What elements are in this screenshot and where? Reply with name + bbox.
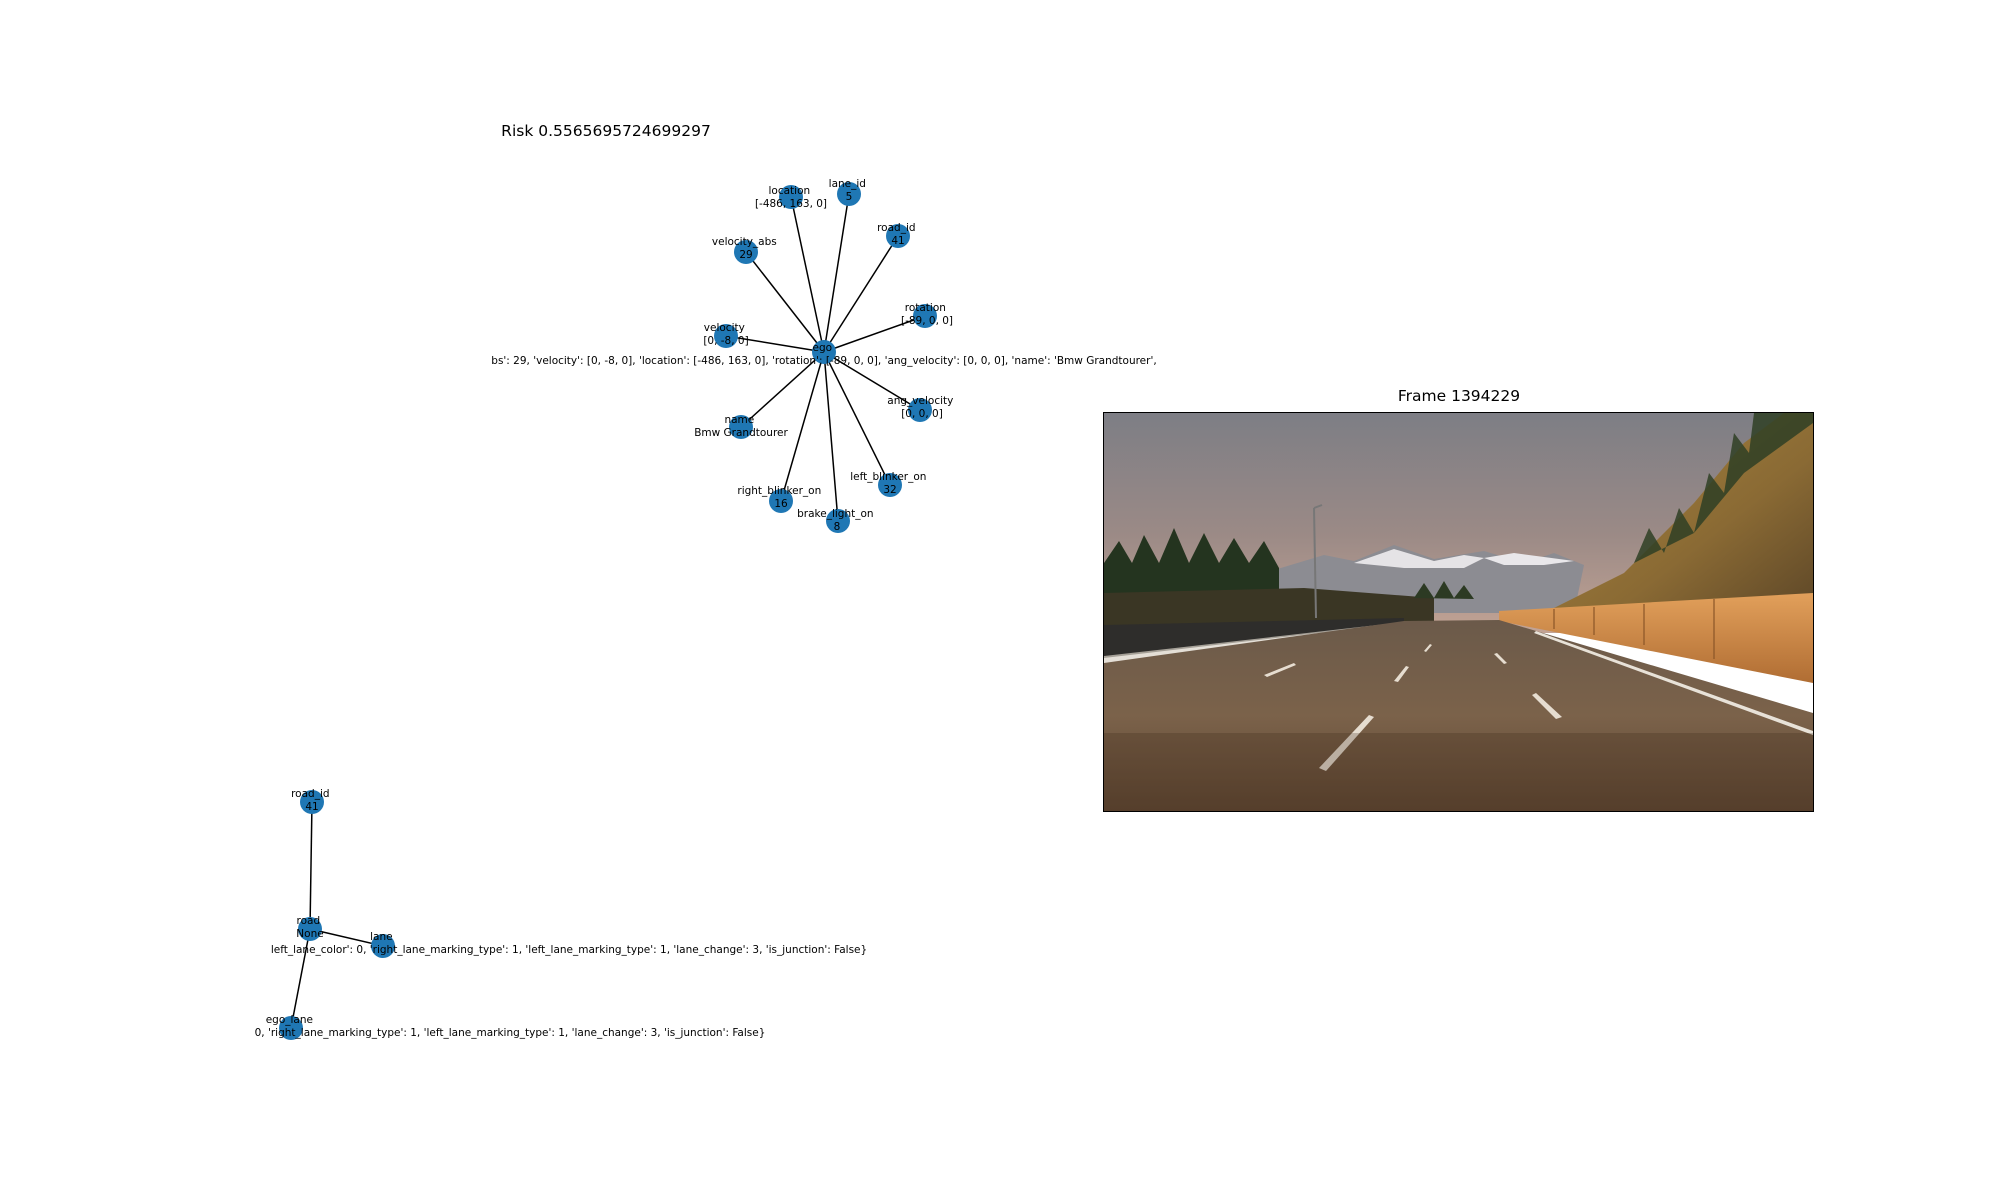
edge-ego-left-blinker	[823, 351, 891, 486]
edge-road-road-id	[309, 801, 313, 930]
node-road-id	[886, 224, 910, 248]
edge-ego-brake-light	[823, 351, 839, 522]
node-ego-label: ego bs': 29, 'velocity': [0, -8, 0], 'lo…	[491, 342, 1156, 367]
edge-ego-road-id	[823, 235, 899, 353]
node-velocity	[714, 324, 738, 348]
edge-ego-ang-velocity	[823, 351, 921, 411]
node-right-blinker-on	[769, 489, 793, 513]
ego-graph-edges	[725, 193, 926, 522]
road-scene-picture	[1104, 413, 1813, 811]
node-road-id-2-label: road_id 41	[291, 788, 333, 813]
node-location	[779, 185, 803, 209]
edge-ego-right-blinker	[780, 351, 825, 502]
node-brake-light-on-label: brake_light_on 8	[797, 508, 877, 533]
edge-road-ego-lane	[290, 928, 311, 1029]
node-rotation	[913, 304, 937, 328]
node-ego-lane	[279, 1016, 303, 1040]
node-velocity-abs-label: velocity_abs 29	[712, 236, 780, 261]
node-location-label: location [-486, 163, 0]	[755, 185, 827, 210]
node-left-blinker-on-label: left_blinker_on 32	[850, 471, 930, 496]
node-rotation-label: rotation [-89, 0, 0]	[901, 302, 953, 327]
node-ego	[812, 340, 836, 364]
node-lane-label: lane left_lane_color': 0, 'right_lane_ma…	[271, 931, 867, 956]
node-ang-velocity-label: ang_velocity [0, 0, 0]	[887, 395, 956, 420]
edge-ego-location	[790, 196, 825, 353]
node-velocity-abs	[734, 240, 758, 264]
edge-road-lane	[309, 928, 384, 947]
road-graph-edges	[290, 801, 384, 1029]
node-road	[298, 917, 322, 941]
graph-plot-area: ego bs': 29, 'velocity': [0, -8, 0], 'lo…	[255, 178, 1157, 1040]
edge-ego-lane-id	[823, 193, 850, 353]
road-graph-nodes	[279, 790, 395, 1040]
node-name	[729, 415, 753, 439]
node-road-id-label: road_id 41	[877, 222, 919, 247]
node-ang-velocity	[908, 398, 932, 422]
node-lane	[371, 934, 395, 958]
road-graph-labels: road_id 41 road None lane left_lane_colo…	[255, 788, 868, 1039]
edge-ego-name	[740, 351, 825, 428]
ego-graph-labels: ego bs': 29, 'velocity': [0, -8, 0], 'lo…	[491, 178, 1156, 533]
node-lane-id	[837, 182, 861, 206]
node-left-blinker-on	[878, 473, 902, 497]
node-ego-lane-label: ego_lane 0, 'right_lane_marking_type': 1…	[255, 1014, 766, 1039]
edge-ego-rotation	[823, 315, 926, 353]
edge-ego-velocity	[725, 335, 825, 353]
node-name-label: name Bmw Grandtourer	[694, 414, 788, 439]
frame-title: Frame 1394229	[1397, 387, 1521, 405]
camera-frame-image	[1103, 412, 1814, 812]
node-road-id-2	[300, 790, 324, 814]
edge-ego-velocity-abs	[745, 251, 825, 353]
node-brake-light-on	[826, 509, 850, 533]
risk-title: Risk 0.5565695724699297	[501, 122, 711, 140]
node-lane-id-label: lane_id 5	[829, 178, 870, 203]
node-velocity-label: velocity [0, -8, 0]	[703, 322, 748, 347]
node-road-label: road None	[296, 915, 323, 940]
node-right-blinker-on-label: right_blinker_on 16	[737, 485, 824, 510]
ego-graph-nodes	[714, 182, 937, 533]
